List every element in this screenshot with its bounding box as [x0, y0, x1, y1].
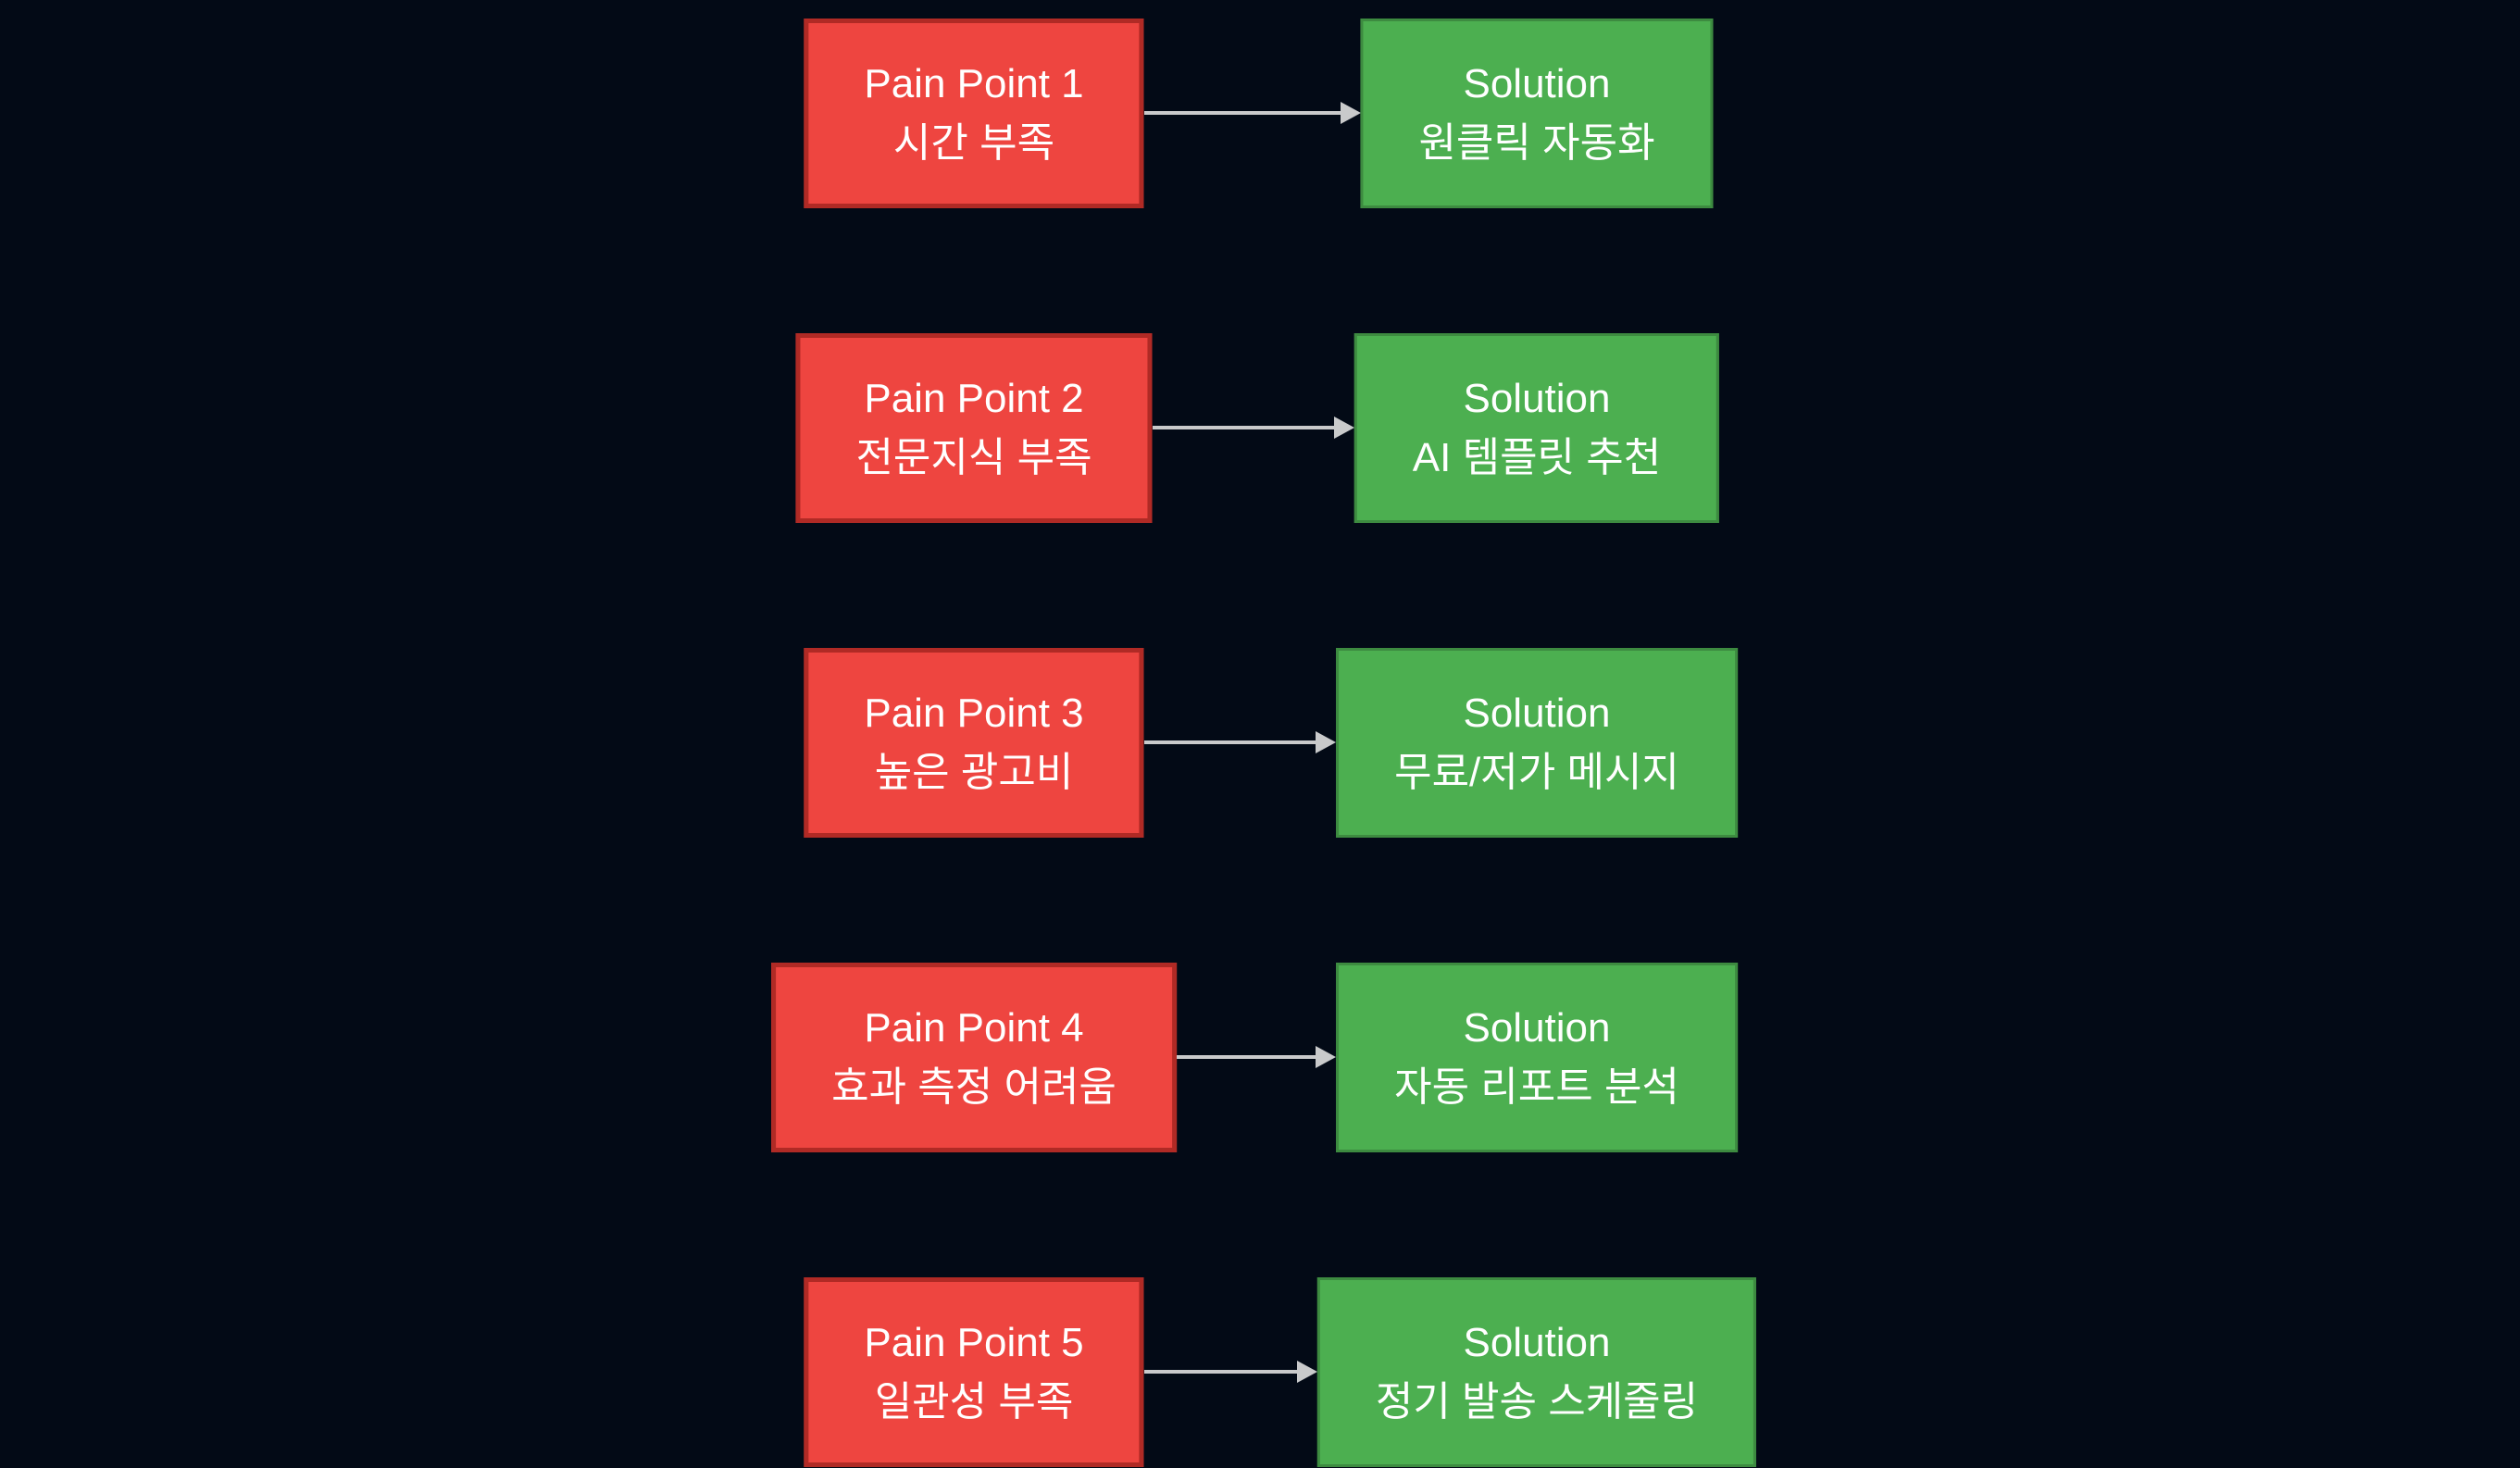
arrow-head-icon [1297, 1361, 1317, 1383]
solution-title: Solution [1463, 60, 1611, 106]
pain-point-title: Pain Point 1 [864, 60, 1084, 106]
mapping-row-1: Pain Point 1 시간 부족 Solution 원클릭 자동화 [0, 19, 2520, 208]
arrow-connector-5 [1143, 1361, 1317, 1383]
pain-point-subtitle: 높은 광고비 [874, 749, 1074, 795]
arrow-connector-2 [1152, 417, 1354, 439]
mapping-row-3: Pain Point 3 높은 광고비 Solution 무료/저가 메시지 [0, 648, 2520, 838]
solution-node-3: Solution 무료/저가 메시지 [1336, 648, 1738, 838]
arrow-line [1152, 426, 1334, 429]
arrow-connector-1 [1143, 102, 1361, 124]
pain-point-title: Pain Point 4 [864, 1004, 1084, 1051]
solution-title: Solution [1463, 1004, 1611, 1051]
pain-point-node-5: Pain Point 5 일관성 부족 [804, 1277, 1144, 1467]
pain-point-title: Pain Point 5 [864, 1319, 1084, 1365]
arrow-line [1143, 740, 1316, 744]
pain-point-subtitle: 전문지식 부족 [855, 434, 1092, 480]
mapping-row-2: Pain Point 2 전문지식 부족 Solution AI 템플릿 추천 [0, 333, 2520, 523]
arrow-head-icon [1334, 417, 1354, 439]
solution-subtitle: 정기 발송 스케줄링 [1375, 1378, 1699, 1424]
arrow-line [1143, 111, 1341, 115]
solution-title: Solution [1463, 375, 1611, 421]
pain-point-subtitle: 일관성 부족 [874, 1378, 1074, 1424]
pain-point-node-1: Pain Point 1 시간 부족 [804, 19, 1144, 208]
solution-node-5: Solution 정기 발송 스케줄링 [1316, 1277, 1757, 1467]
arrow-head-icon [1340, 102, 1361, 124]
arrow-connector-3 [1143, 731, 1336, 753]
pain-point-node-3: Pain Point 3 높은 광고비 [804, 648, 1144, 838]
arrow-line [1143, 1370, 1297, 1374]
solution-subtitle: 원클릭 자동화 [1418, 119, 1655, 166]
mapping-row-5: Pain Point 5 일관성 부족 Solution 정기 발송 스케줄링 [0, 1277, 2520, 1467]
pain-point-subtitle: 효과 측정 어려움 [831, 1064, 1117, 1110]
solution-node-2: Solution AI 템플릿 추천 [1354, 333, 1720, 523]
arrow-connector-4 [1177, 1046, 1336, 1068]
arrow-line [1177, 1055, 1316, 1059]
solution-subtitle: AI 템플릿 추천 [1412, 434, 1662, 480]
solution-node-4: Solution 자동 리포트 분석 [1336, 963, 1738, 1152]
pain-point-node-4: Pain Point 4 효과 측정 어려움 [771, 963, 1177, 1152]
solution-subtitle: 자동 리포트 분석 [1394, 1064, 1679, 1110]
solution-title: Solution [1463, 1319, 1611, 1365]
solution-node-1: Solution 원클릭 자동화 [1360, 19, 1714, 208]
pain-point-title: Pain Point 2 [864, 375, 1084, 421]
pain-point-node-2: Pain Point 2 전문지식 부족 [795, 333, 1153, 523]
pain-point-title: Pain Point 3 [864, 690, 1084, 736]
pain-point-subtitle: 시간 부족 [892, 119, 1055, 166]
arrow-head-icon [1316, 731, 1336, 753]
arrow-head-icon [1316, 1046, 1336, 1068]
mapping-row-4: Pain Point 4 효과 측정 어려움 Solution 자동 리포트 분… [0, 963, 2520, 1152]
solution-subtitle: 무료/저가 메시지 [1394, 749, 1679, 795]
solution-title: Solution [1463, 690, 1611, 736]
